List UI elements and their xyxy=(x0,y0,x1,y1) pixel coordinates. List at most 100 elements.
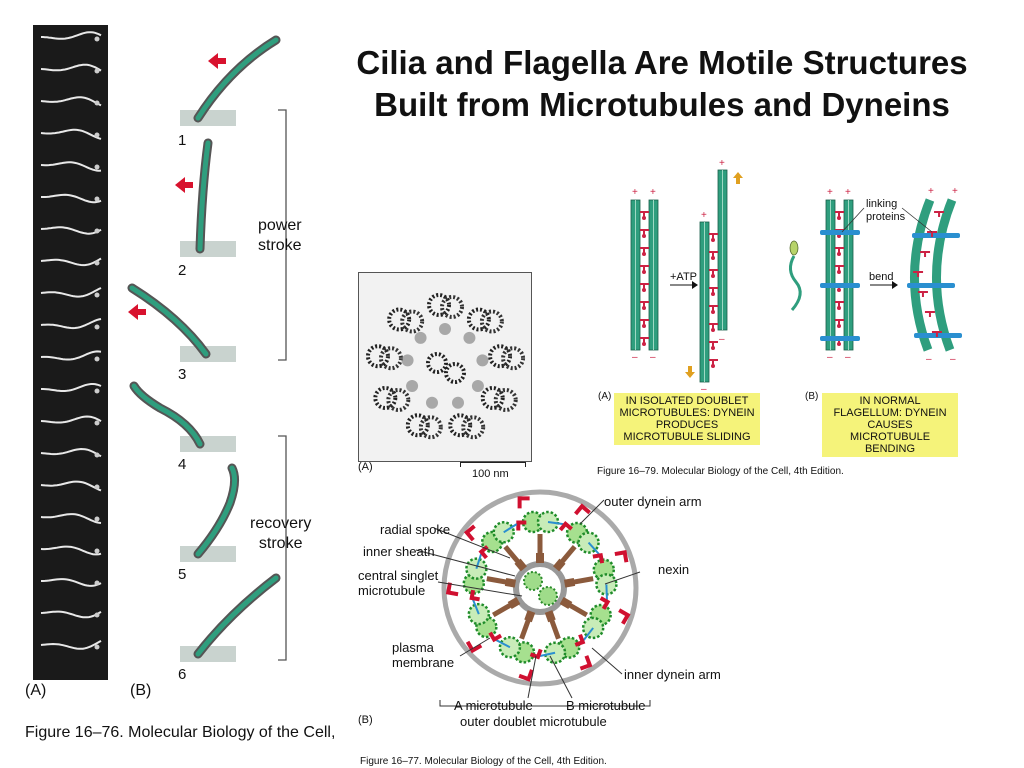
spoke-head xyxy=(524,610,536,623)
em-doublet-a xyxy=(387,307,412,332)
plus-end-label: + xyxy=(827,187,833,198)
minus-end-label: – xyxy=(632,352,638,363)
dynein-arm xyxy=(917,291,928,297)
cilium-stroke-diagram xyxy=(127,35,287,662)
em-spoke xyxy=(476,354,489,367)
stage-number-4: 4 xyxy=(178,456,187,473)
dynein-head xyxy=(642,234,646,238)
box-a-isolated-doublet: IN ISOLATED DOUBLET MICROTUBULES: DYNEIN… xyxy=(614,393,760,445)
axoneme-em-micrograph xyxy=(358,272,532,462)
em-spoke xyxy=(406,380,419,392)
linking-proteins-line2: proteins xyxy=(866,211,906,223)
bent-doublet-1 xyxy=(910,198,935,352)
sperm-head xyxy=(94,228,100,234)
inner-dynein-arm xyxy=(469,589,480,602)
em-doublet-b xyxy=(400,309,425,334)
flagellum-micrograph-strip xyxy=(33,25,108,680)
flagellum-frame xyxy=(40,161,102,172)
dynein-head xyxy=(837,288,841,292)
sperm-head xyxy=(94,164,100,170)
linking-leader xyxy=(841,207,865,233)
flagellum-frame xyxy=(40,415,102,424)
flagellum-frame xyxy=(40,480,102,492)
dynein-head xyxy=(837,306,841,310)
central-singlet-1 xyxy=(523,571,543,591)
em-doublet-a xyxy=(466,307,491,332)
central-singlet-2 xyxy=(538,586,558,606)
sperm-head xyxy=(94,132,100,138)
bend-label: bend xyxy=(869,271,894,283)
sperm-head xyxy=(94,420,100,426)
axoneme-cross-section-diagram xyxy=(415,489,651,707)
dynein-head xyxy=(642,288,646,292)
fig76-panel-a-label: (A) xyxy=(25,682,47,699)
inner-dynein-arm xyxy=(529,648,543,660)
recovery-stroke-bracket xyxy=(278,435,287,661)
label-central-singlet-line2: microtubule xyxy=(358,583,426,598)
dynein-head xyxy=(642,252,646,256)
linking-protein xyxy=(820,336,860,341)
plus-end-label: + xyxy=(952,186,958,197)
outer-dynein-arm xyxy=(463,524,476,542)
dynein-head xyxy=(711,274,715,278)
em-spoke xyxy=(414,331,427,344)
label-inner-sheath: inner sheath xyxy=(363,544,435,559)
plus-end-label: + xyxy=(650,187,656,198)
em-doublet-a xyxy=(373,386,398,410)
dynein-arm xyxy=(924,311,935,317)
atp-label: +ATP xyxy=(670,271,698,283)
fig77-panel-b-label: (B) xyxy=(358,714,373,726)
recovery-stroke-line1: recovery xyxy=(250,515,312,532)
atp-arrowhead xyxy=(692,281,698,289)
sperm-head xyxy=(94,580,100,586)
dynein-head xyxy=(642,216,646,220)
spoke-head xyxy=(553,558,566,572)
box-b-line2: FLAGELLUM: DYNEIN xyxy=(833,407,947,419)
b-microtubule xyxy=(465,557,488,580)
sperm-head xyxy=(94,356,100,362)
title-line-2: Built from Microtubules and Dyneins xyxy=(374,86,950,123)
cell-surface-1 xyxy=(180,110,236,126)
power-stroke-line2: stroke xyxy=(258,237,302,254)
cell-surface-2 xyxy=(180,241,236,257)
linking-protein xyxy=(820,283,860,288)
box-b-normal-flagellum: IN NORMAL FLAGELLUM: DYNEIN CAUSES MICRO… xyxy=(822,393,958,457)
spoke-head xyxy=(563,577,576,588)
red-arrow-1 xyxy=(208,53,226,69)
flagellum-frame xyxy=(40,226,102,235)
label-a-microtubule: A microtubule xyxy=(454,698,533,713)
box-a-line2: MICROTUBULES: DYNEIN xyxy=(619,407,755,419)
axoneme-em-image xyxy=(359,273,531,461)
dynein-head xyxy=(837,270,841,274)
fig77-panel-a-label: (A) xyxy=(358,461,373,473)
plus-end-label: + xyxy=(701,210,707,221)
dynein-head xyxy=(837,252,841,256)
em-spoke xyxy=(471,380,484,392)
dynein-head xyxy=(642,306,646,310)
dynein-arm xyxy=(927,231,938,237)
dynein-head xyxy=(711,238,715,242)
flagellum-frame xyxy=(41,383,102,392)
dynein-head xyxy=(711,364,715,368)
sperm-head xyxy=(94,644,100,650)
em-spoke xyxy=(426,396,439,409)
box-a-line1: IN ISOLATED DOUBLET xyxy=(625,395,749,407)
minus-end-label: – xyxy=(926,354,932,365)
inner-dynein-arm xyxy=(574,633,586,647)
label-plasma-line1: plasma xyxy=(392,640,434,655)
flagellum-frame xyxy=(40,287,102,298)
em-spoke xyxy=(463,331,476,344)
spoke-head xyxy=(504,577,517,588)
label-leader-line xyxy=(527,655,537,699)
label-leader-line xyxy=(579,499,605,525)
em-doublet-a xyxy=(427,293,451,317)
red-arrow-3 xyxy=(128,304,146,320)
bent-doublet-2 xyxy=(932,198,957,352)
dynein-head xyxy=(711,346,715,350)
label-leader-line xyxy=(604,571,641,585)
box-a-line4: MICROTUBULE SLIDING xyxy=(623,431,751,443)
linking-protein xyxy=(907,283,955,288)
recovery-stroke-label: recovery stroke xyxy=(250,514,311,554)
dynein-head xyxy=(642,270,646,274)
flagellum-frame xyxy=(40,447,102,458)
